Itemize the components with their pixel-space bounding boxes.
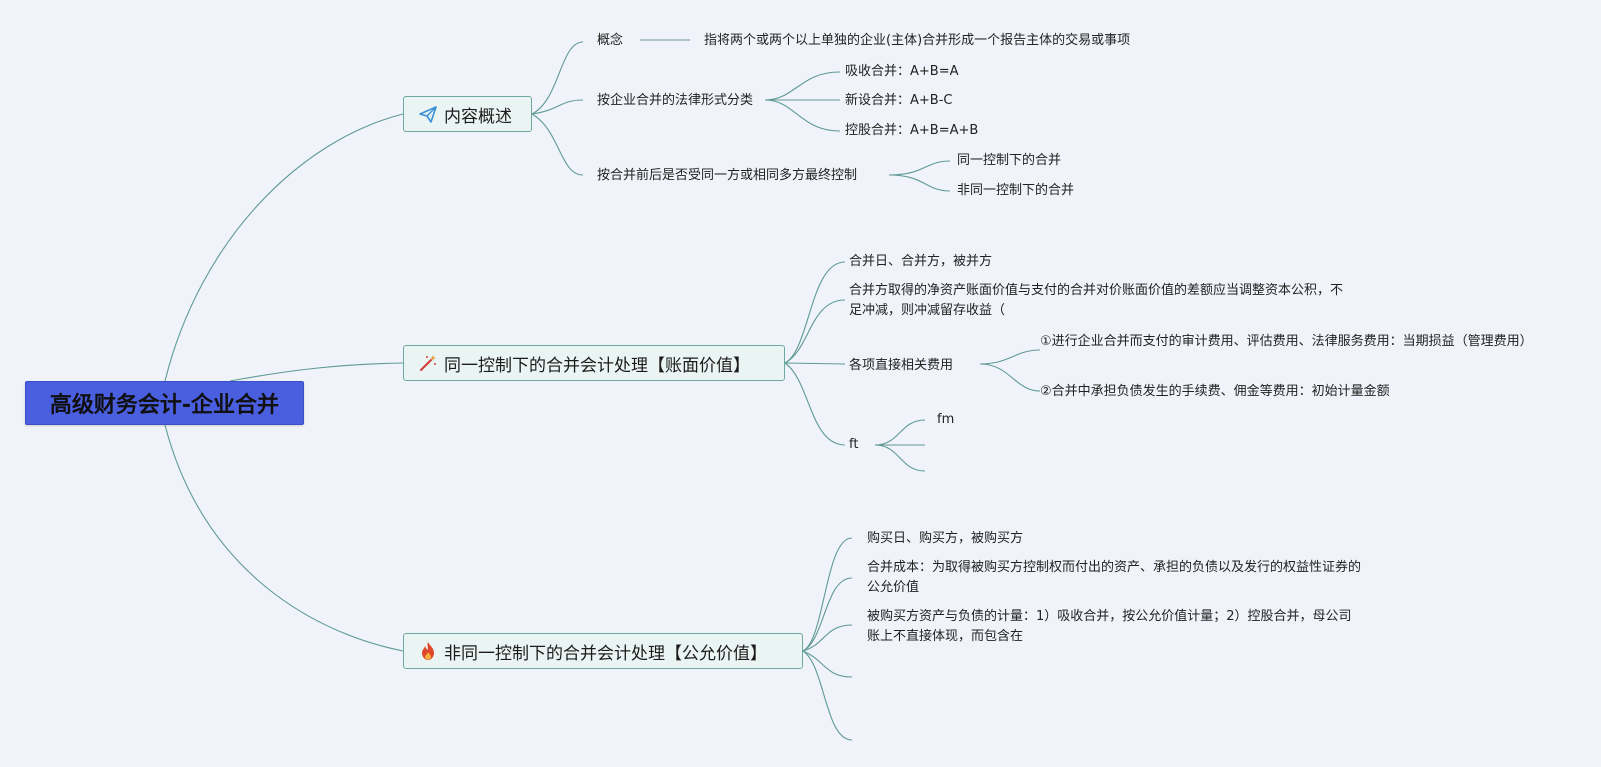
branch-same-control[interactable]: 同一控制下的合并会计处理【账面价值】 (403, 345, 785, 381)
link-root-to-same-control (229, 362, 404, 382)
link-root-to-overview (164, 113, 404, 382)
link-ft-empty2 (874, 444, 926, 472)
link-non-empty2 (802, 650, 853, 741)
fire-icon (422, 642, 434, 660)
root-topic-label: 高级财务会计-企业合并 (49, 393, 280, 418)
link-fees-one (979, 349, 1041, 365)
topic-control-class[interactable]: 按合并前后是否受同一方或相同多方最终控制 (597, 168, 858, 183)
topic-capital-adjustment[interactable]: 合并方取得的净资产账面价值与支付的合并对价账面价值的差额应当调整资本公积，不足冲… (849, 283, 1344, 318)
link-overview-control (531, 113, 584, 176)
link-non-empty1 (802, 650, 853, 678)
link-control-same (888, 160, 951, 176)
topic-fee-commission[interactable]: ②合并中承担负债发生的手续费、佣金等费用：初始计量金额 (1040, 384, 1390, 399)
link-legal-holding (764, 99, 841, 132)
link-overview-legal (531, 99, 584, 115)
link-same-capital (784, 299, 846, 364)
link-same-fees (784, 362, 846, 365)
magic-wand-icon (420, 355, 436, 371)
root-topic[interactable]: 高级财务会计-企业合并 (25, 381, 304, 425)
link-overview-concept (531, 41, 584, 115)
link-same-ft (784, 362, 846, 446)
topic-fee-audit[interactable]: ①进行企业合并而支付的审计费用、评估费用、法律服务费用：当期损益（管理费用） (1040, 334, 1533, 349)
topic-fm[interactable]: fm (937, 412, 955, 427)
topic-non-same-control-merger[interactable]: 非同一控制下的合并 (957, 183, 1075, 198)
link-legal-absorb (764, 71, 841, 101)
paper-plane-icon (419, 106, 437, 123)
topic-new-merger[interactable]: 新设合并：A+B-C (845, 93, 953, 108)
topic-merger-date[interactable]: 合并日、合并方，被并方 (849, 254, 993, 269)
topic-absorb-merger[interactable]: 吸收合并：A+B=A (845, 64, 959, 79)
branch-same-control-label: 同一控制下的合并会计处理【账面价值】 (444, 355, 750, 376)
topic-merger-cost[interactable]: 合并成本：为取得被购买方控制权而付出的资产、承担的负债以及发行的权益性证券的公允… (867, 560, 1362, 595)
topic-ft[interactable]: ft (849, 437, 859, 452)
topic-concept[interactable]: 概念 (597, 33, 624, 48)
topic-direct-fees[interactable]: 各项直接相关费用 (849, 358, 954, 373)
topic-legal-form[interactable]: 按企业合并的法律形式分类 (597, 93, 754, 108)
branch-overview[interactable]: 内容概述 (403, 96, 532, 132)
branch-non-same-control-label: 非同一控制下的合并会计处理【公允价值】 (444, 643, 767, 664)
link-fees-two (979, 363, 1041, 392)
topic-holding-merger[interactable]: 控股合并：A+B=A+B (845, 123, 979, 138)
topic-concept-definition[interactable]: 指将两个或两个以上单独的企业(主体)合并形成一个报告主体的交易或事项 (704, 33, 1131, 48)
link-non-cost (802, 577, 853, 652)
link-control-nonsame (888, 174, 951, 192)
link-non-date (802, 537, 853, 652)
topic-same-control-merger[interactable]: 同一控制下的合并 (957, 153, 1062, 168)
topic-purchase-date[interactable]: 购买日、购买方，被购买方 (867, 531, 1024, 546)
link-ft-fm (874, 419, 926, 446)
link-non-measure (802, 624, 853, 652)
topic-asset-measurement[interactable]: 被购买方资产与负债的计量：1）吸收合并，按公允价值计量；2）控股合并，母公司账上… (867, 609, 1352, 644)
link-same-date (784, 261, 846, 364)
branch-overview-label: 内容概述 (444, 106, 512, 127)
link-root-to-non-same-control (164, 424, 404, 652)
branch-non-same-control[interactable]: 非同一控制下的合并会计处理【公允价值】 (403, 633, 803, 669)
